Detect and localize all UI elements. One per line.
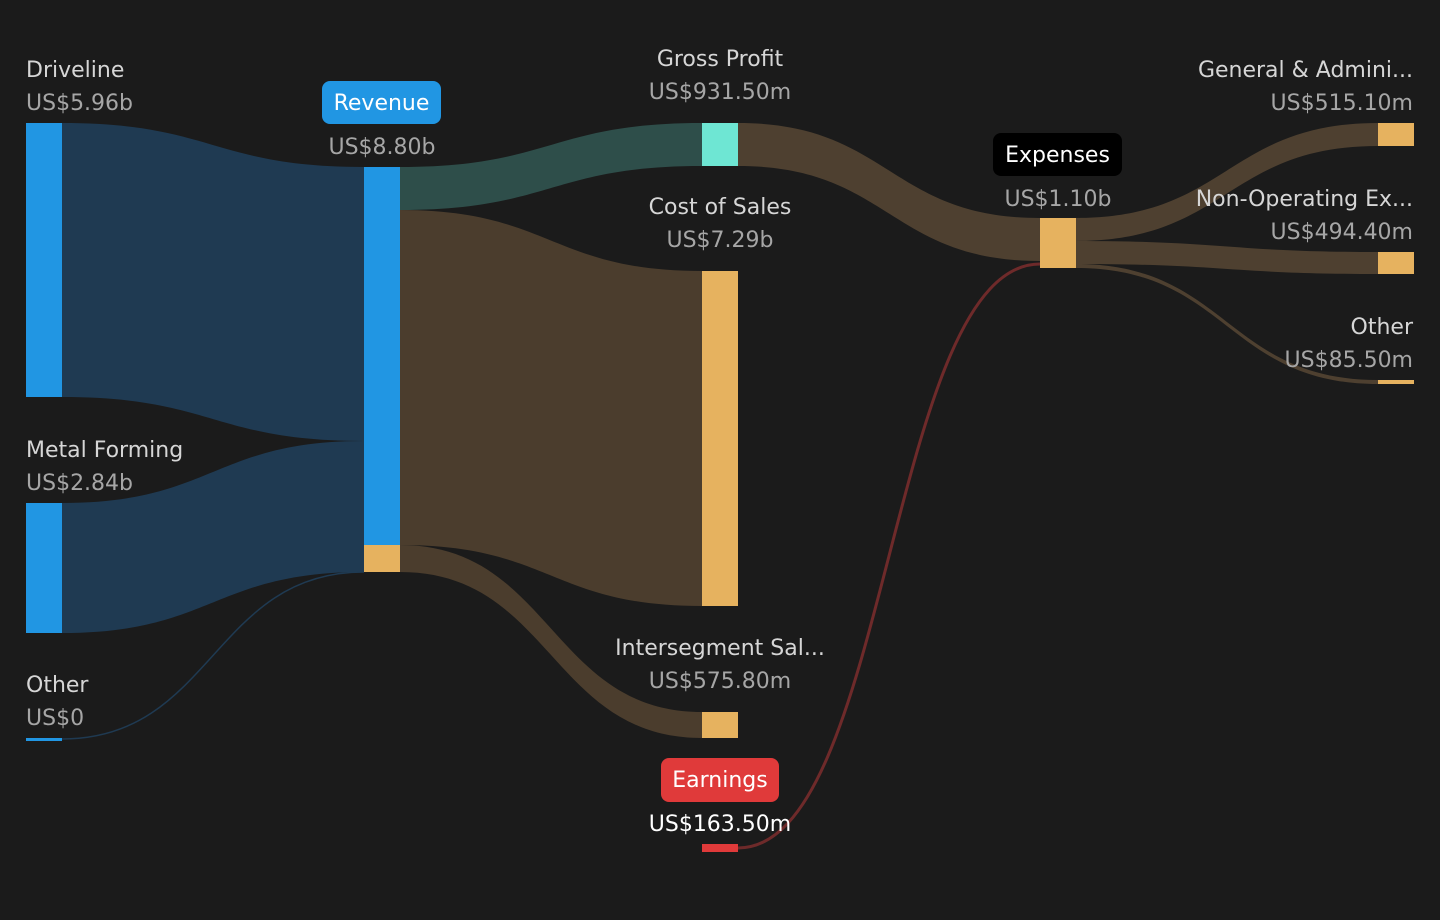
flow-gross-profit-to-expenses	[738, 123, 1040, 261]
node-other-revenue	[26, 738, 62, 741]
expenses-badge	[993, 133, 1122, 176]
revenue-badge	[322, 81, 441, 124]
flow-earnings-to-expenses	[737, 262, 1041, 850]
label-intersegment: Intersegment Sal...	[615, 636, 825, 661]
node-intersegment-in-revenue	[364, 545, 400, 572]
node-metal-forming	[26, 503, 62, 633]
earnings-badge	[661, 758, 779, 802]
label-earnings: Earnings	[672, 768, 767, 793]
node-expenses	[1040, 218, 1076, 268]
flow-expenses-to-general-admin	[1076, 123, 1378, 241]
node-intersegment	[702, 712, 738, 738]
node-revenue	[364, 167, 400, 545]
node-general-admin	[1378, 123, 1414, 146]
label-other-revenue: Other	[26, 673, 89, 698]
node-driveline	[26, 123, 62, 397]
flow-intersegment-to-revenue	[400, 545, 702, 738]
label-expenses: Expenses	[1005, 143, 1110, 168]
value-general-admin: US$515.10m	[1271, 91, 1413, 116]
nodes	[26, 123, 1414, 852]
value-other-expenses: US$85.50m	[1285, 348, 1413, 373]
label-metal-forming: Metal Forming	[26, 438, 183, 463]
label-general-admin: General & Admini...	[1198, 58, 1413, 83]
label-cost-of-sales: Cost of Sales	[649, 195, 792, 220]
node-non-operating	[1378, 252, 1414, 274]
label-non-operating: Non-Operating Ex...	[1196, 187, 1413, 212]
node-earnings	[702, 844, 738, 852]
label-driveline: Driveline	[26, 58, 124, 83]
value-cost-of-sales: US$7.29b	[666, 228, 773, 253]
value-non-operating: US$494.40m	[1271, 220, 1413, 245]
value-revenue: US$8.80b	[328, 135, 435, 160]
label-other-expenses: Other	[1351, 315, 1414, 340]
value-gross-profit: US$931.50m	[649, 80, 791, 105]
value-expenses: US$1.10b	[1004, 187, 1111, 212]
value-driveline: US$5.96b	[26, 91, 133, 116]
node-cost-of-sales	[702, 271, 738, 606]
label-revenue: Revenue	[334, 91, 430, 116]
value-metal-forming: US$2.84b	[26, 471, 133, 496]
value-intersegment: US$575.80m	[649, 669, 791, 694]
node-gross-profit	[702, 123, 738, 166]
value-other-revenue: US$0	[26, 706, 84, 731]
flow-driveline-to-revenue	[62, 123, 364, 441]
flow-metal-forming-to-revenue	[62, 441, 364, 633]
flow-expenses-to-other	[1076, 264, 1378, 384]
flows	[61, 123, 1378, 850]
flow-expenses-to-non-operating	[1076, 241, 1378, 274]
value-earnings: US$163.50m	[649, 812, 791, 837]
flow-other-to-revenue	[61, 571, 365, 740]
labels: Driveline US$5.96b Metal Forming US$2.84…	[26, 47, 1414, 837]
node-other-expenses	[1378, 380, 1414, 384]
flow-revenue-to-cost-of-sales	[400, 210, 702, 606]
flow-revenue-to-gross-profit	[400, 123, 702, 210]
label-gross-profit: Gross Profit	[657, 47, 784, 72]
